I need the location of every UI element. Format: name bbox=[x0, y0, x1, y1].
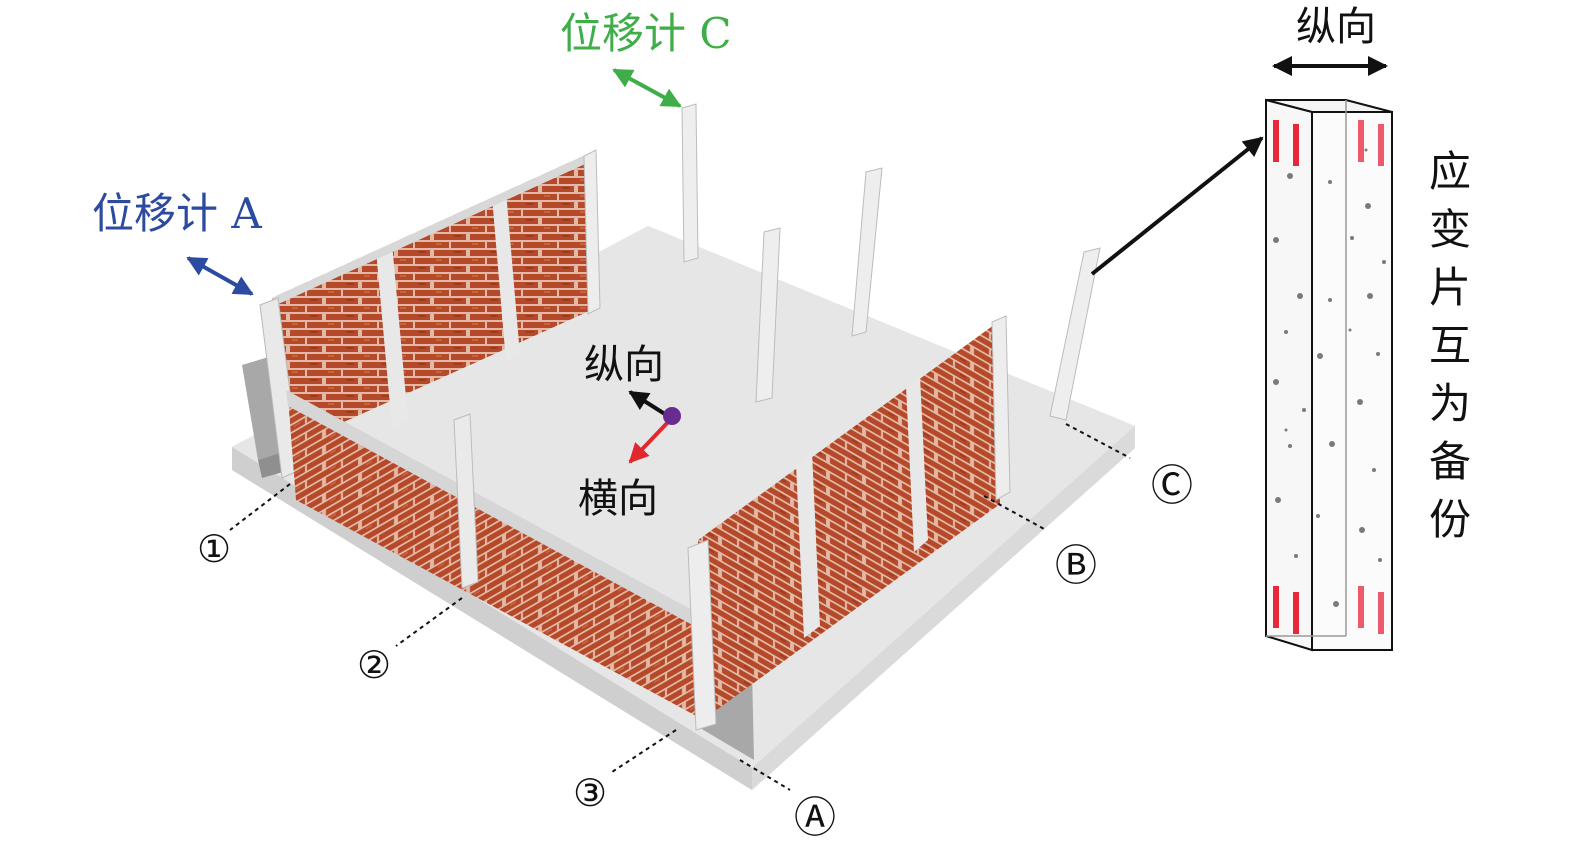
column-longitudinal-label: 纵向 bbox=[1296, 4, 1376, 50]
arrow-icon bbox=[1090, 136, 1264, 276]
strain-gauge bbox=[1273, 586, 1279, 628]
axis-label-1: ① bbox=[197, 527, 231, 571]
wall-joint-column bbox=[492, 191, 520, 362]
origin-dot bbox=[663, 407, 681, 425]
free-columns bbox=[681, 103, 1101, 421]
back-left-brick-wall bbox=[272, 152, 596, 450]
double-headed-arrow-icon bbox=[186, 256, 254, 296]
strain-gauge bbox=[1378, 592, 1384, 634]
strain-note-char: 片 bbox=[1429, 263, 1471, 312]
displacement-gauge-c: 位移计 C bbox=[560, 9, 732, 108]
strain-note-char: 备 bbox=[1429, 437, 1471, 486]
strain-gauge bbox=[1293, 124, 1299, 166]
strain-note-char: 应 bbox=[1429, 147, 1471, 196]
strain-gauge bbox=[1273, 120, 1279, 162]
strain-gauge bbox=[1358, 586, 1364, 628]
corner-column-front bbox=[687, 539, 717, 731]
front-right-brick-wall bbox=[698, 322, 1000, 722]
strain-note-char: 变 bbox=[1429, 205, 1471, 254]
strain-note-char: 份 bbox=[1429, 495, 1471, 544]
longitudinal-label: 纵向 bbox=[584, 342, 664, 388]
double-headed-arrow-icon bbox=[612, 68, 682, 108]
axis-label-c: Ⓒ bbox=[1151, 461, 1193, 510]
gauge-c-label: 位移计 C bbox=[560, 9, 732, 58]
axis-leader-lines bbox=[229, 423, 1131, 791]
strain-note-char: 互 bbox=[1429, 321, 1471, 370]
free-column-monitored bbox=[1049, 247, 1101, 421]
strain-gauge bbox=[1358, 120, 1364, 162]
direction-indicator: 纵向 横向 bbox=[578, 342, 681, 522]
axis-label-2: ② bbox=[357, 643, 391, 687]
free-column bbox=[851, 167, 883, 337]
axis-label-a: Ⓐ bbox=[794, 793, 836, 842]
wall-joint-column bbox=[376, 243, 408, 428]
free-column bbox=[681, 103, 699, 263]
arrow-icon bbox=[628, 390, 670, 418]
wall-joint-column bbox=[796, 452, 820, 638]
gauge-a-label: 位移计 A bbox=[92, 189, 262, 238]
axis-label-b: Ⓑ bbox=[1055, 541, 1097, 590]
middle-column-front bbox=[453, 413, 479, 589]
strain-gauge bbox=[1293, 592, 1299, 634]
transverse-label: 横向 bbox=[578, 476, 658, 522]
arrow-icon bbox=[628, 418, 672, 464]
displacement-gauge-a: 位移计 A bbox=[92, 189, 262, 296]
free-column bbox=[755, 227, 781, 403]
axis-label-3: ③ bbox=[573, 771, 607, 815]
corner-column-back bbox=[583, 149, 601, 315]
corner-column-right bbox=[991, 315, 1011, 501]
strain-gauge bbox=[1378, 124, 1384, 166]
wall-joint-column bbox=[906, 376, 928, 552]
strain-gauges bbox=[1273, 120, 1384, 634]
front-left-brick-wall bbox=[286, 390, 700, 718]
column-detail: 纵向 bbox=[1265, 4, 1471, 652]
strain-gauge-note: 应 变 片 互 为 备 份 bbox=[1429, 147, 1471, 544]
strain-note-char: 为 bbox=[1429, 379, 1471, 428]
